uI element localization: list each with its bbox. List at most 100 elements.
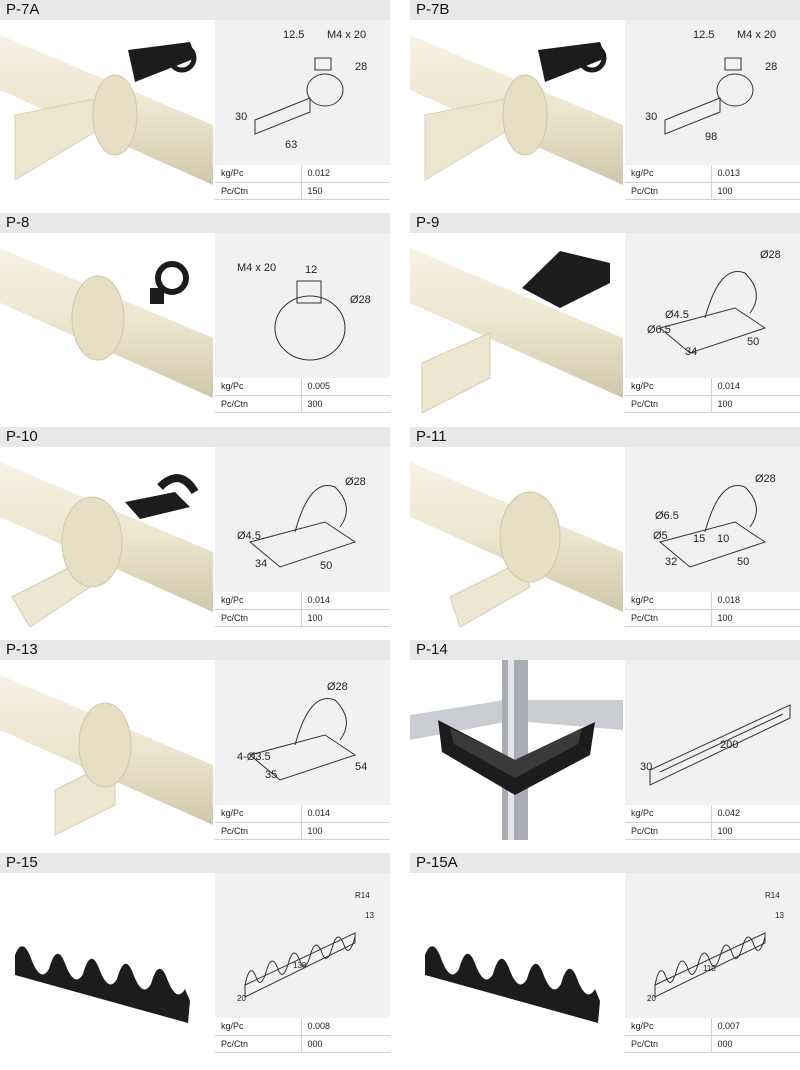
dimension-label: 98: [705, 131, 717, 143]
carton-value: 100: [300, 609, 390, 628]
dimension-label: 63: [285, 139, 297, 151]
weight-label: kg/Pc: [215, 592, 301, 610]
dimension-label: Ø6.5: [655, 510, 679, 522]
weight-label: kg/Pc: [625, 378, 711, 396]
carton-value: 000: [300, 1035, 390, 1054]
dimension-label: 30: [640, 761, 652, 773]
product-code: P-7A: [0, 0, 390, 20]
dimension-label: 110: [703, 964, 716, 973]
weight-label: kg/Pc: [215, 805, 301, 823]
carton-label: Pc/Ctn: [215, 609, 301, 628]
dimension-label: 28: [765, 61, 777, 73]
weight-label: kg/Pc: [625, 592, 711, 610]
dimension-label: 20: [647, 994, 656, 1003]
dimension-label: 50: [737, 556, 749, 568]
dimension-label: Ø28: [350, 294, 371, 306]
technical-drawing: R14 13 110 20: [625, 873, 800, 1018]
weight-value: 0.012: [300, 165, 390, 183]
dimension-label: 13: [365, 911, 374, 920]
dimension-label: 32: [665, 556, 677, 568]
product-photo: [410, 20, 623, 200]
dimension-label: 12.5: [283, 29, 304, 41]
dimension-label: 50: [747, 336, 759, 348]
carton-label: Pc/Ctn: [625, 609, 711, 628]
dimension-label: 200: [720, 739, 738, 751]
dimension-label: 4-Ø3.5: [237, 751, 271, 763]
dimension-label: M4 x 20: [737, 29, 776, 41]
technical-drawing: R14 13 138 20: [215, 873, 390, 1018]
carton-label: Pc/Ctn: [625, 182, 711, 201]
weight-value: 0.007: [710, 1018, 800, 1036]
dimension-label: R14: [765, 891, 780, 900]
product-code: P-15A: [410, 853, 800, 873]
weight-value: 0.005: [300, 378, 390, 396]
product-code: P-9: [410, 213, 800, 233]
carton-label: Pc/Ctn: [215, 1035, 301, 1054]
carton-label: Pc/Ctn: [215, 822, 301, 841]
dimension-label: 34: [255, 558, 267, 570]
weight-value: 0.013: [710, 165, 800, 183]
carton-value: 300: [300, 395, 390, 414]
dimension-label: 13: [775, 911, 784, 920]
carton-value: 100: [710, 822, 800, 841]
carton-value: 100: [710, 609, 800, 628]
carton-label: Pc/Ctn: [215, 182, 301, 201]
carton-label: Pc/Ctn: [215, 395, 301, 414]
weight-label: kg/Pc: [625, 1018, 711, 1036]
dimension-label: 138: [293, 961, 307, 970]
dimension-label: 12: [305, 264, 317, 276]
dimension-label: R14: [355, 891, 370, 900]
dimension-label: 30: [235, 111, 247, 123]
dimension-label: Ø4.5: [665, 309, 689, 321]
dimension-label: Ø4.5: [237, 530, 261, 542]
product-code: P-15: [0, 853, 390, 873]
dimension-label: 20: [237, 994, 246, 1003]
weight-label: kg/Pc: [215, 378, 301, 396]
dimension-label: 15: [693, 533, 705, 545]
carton-value: 100: [710, 395, 800, 414]
weight-label: kg/Pc: [215, 1018, 301, 1036]
dimension-label: M4 x 20: [327, 29, 366, 41]
technical-drawing: 200 30: [625, 660, 800, 805]
product-photo: [410, 873, 623, 1053]
product-photo: [0, 873, 213, 1053]
product-photo: [410, 447, 623, 627]
product-code: P-14: [410, 640, 800, 660]
weight-value: 0.008: [300, 1018, 390, 1036]
dimension-label: 30: [645, 111, 657, 123]
